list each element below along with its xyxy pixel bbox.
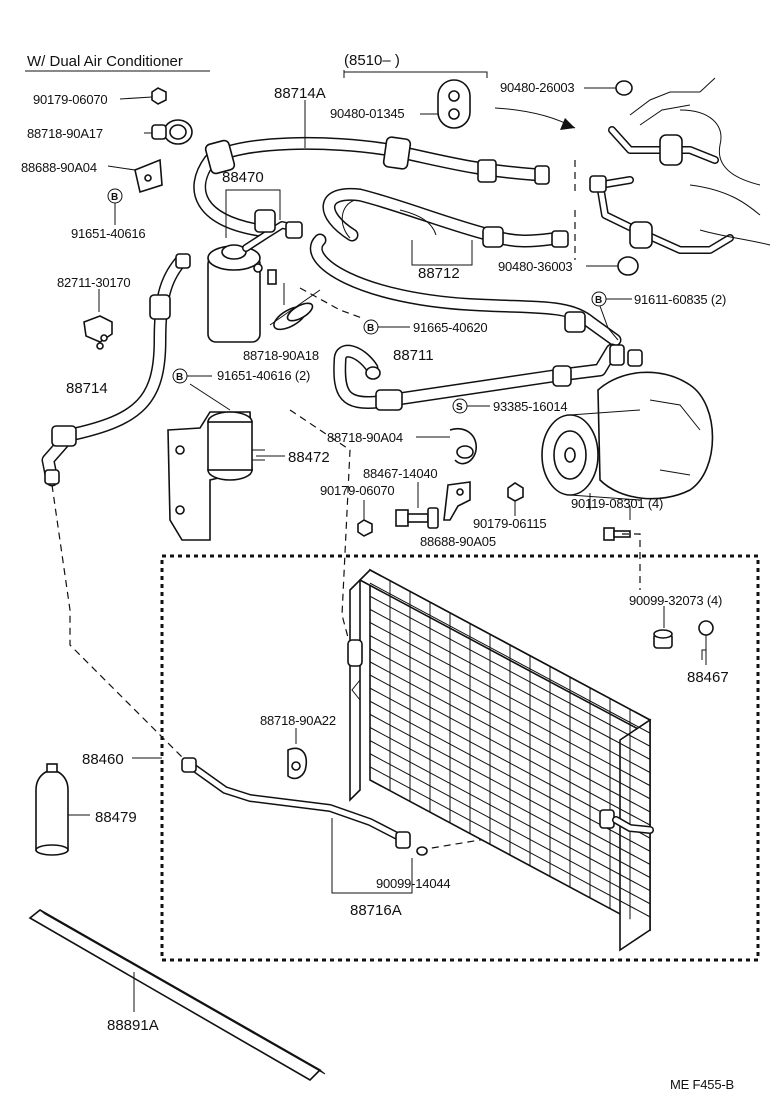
fin-horizontal (369, 727, 651, 878)
hose-88714 (41, 253, 191, 487)
clamp-88718-90a22 (287, 747, 308, 780)
engine-pipe-detail (574, 77, 771, 260)
bracket-88472 (167, 411, 265, 541)
fin-horizontal (369, 661, 651, 813)
fin-horizontal (369, 595, 651, 747)
label-90179-06070-mid: 90179-06070 (320, 483, 394, 498)
compressor (541, 344, 714, 501)
hose-88712 (309, 187, 622, 347)
badge-b-91665-40620: B (363, 319, 379, 335)
label-93385-16014: 93385-16014 (493, 399, 567, 414)
leader-88711 (289, 409, 351, 646)
serial-range-bracket (343, 70, 488, 78)
badge-b-91651-40616-2: B (172, 368, 188, 384)
label-90480-36003: 90480-36003 (498, 259, 572, 274)
label-90179-06115: 90179-06115 (473, 516, 546, 531)
svg-text:S: S (456, 402, 463, 413)
label-88891a: 88891A (107, 1017, 159, 1034)
grommet-90480-01345 (437, 79, 471, 129)
label-88714: 88714 (66, 380, 108, 397)
seal-strip-88891a (28, 909, 326, 1082)
fin-horizontal (369, 740, 651, 892)
condenser-dashed-frame (160, 554, 760, 962)
bracket-88688-90a05 (443, 481, 471, 521)
refrigerant-can-88479 (35, 763, 69, 856)
footer-code: ME F455-B (670, 1077, 734, 1092)
diagram-title: W/ Dual Air Conditioner (27, 53, 183, 70)
svg-text:B: B (176, 372, 183, 383)
fin-horizontal (369, 674, 651, 826)
fin-horizontal (369, 713, 651, 865)
label-90099-14044: 90099-14044 (376, 876, 450, 891)
label-90179-06070-top: 90179-06070 (33, 92, 107, 107)
fin-horizontal (369, 635, 651, 787)
fin-horizontal (369, 766, 651, 918)
svg-text:B: B (367, 323, 374, 334)
fin-horizontal (369, 582, 651, 734)
label-88467: 88467 (687, 669, 729, 686)
label-88479: 88479 (95, 809, 137, 826)
switch-88467-14040 (395, 507, 439, 529)
nut-90179-06070-top (151, 87, 167, 105)
label-90480-01345: 90480-01345 (330, 106, 404, 121)
clamp-82711-30170 (83, 315, 113, 350)
fin-horizontal (369, 753, 651, 905)
label-88472: 88472 (288, 449, 330, 466)
label-88714a: 88714A (274, 85, 326, 102)
badge-b-91611-60835: B (591, 291, 607, 307)
serial-range-label: (8510– ) (344, 52, 400, 69)
label-88470: 88470 (222, 169, 264, 186)
nut-90179-06070-mid (357, 519, 373, 537)
label-88718-90a17: 88718-90A17 (27, 126, 103, 141)
label-90480-26003: 90480-26003 (500, 80, 574, 95)
label-88716a: 88716A (350, 902, 402, 919)
label-91665-40620: 91665-40620 (413, 320, 487, 335)
bracket-88688-90a04 (134, 158, 163, 194)
clamp-88718-90a18 (273, 302, 314, 331)
label-90119-08301: 90119-08301 (4) (571, 496, 663, 511)
label-88467-14040: 88467-14040 (363, 466, 437, 481)
pipe-88716a (181, 757, 428, 856)
part-labels: 90179-06070 88718-90A17 88688-90A04 9165… (21, 80, 734, 1092)
badge-b-91651-40616: B (107, 188, 123, 204)
fin-horizontal (369, 622, 651, 773)
nut-90179-06115 (507, 482, 524, 502)
arrow-head (560, 118, 575, 130)
cap-90480-26003 (615, 80, 633, 96)
label-88711: 88711 (393, 347, 434, 364)
label-91611-60835: 91611-60835 (2) (634, 292, 726, 307)
clamp-88718-90a17 (151, 119, 193, 145)
receiver-drier-88470 (207, 209, 303, 343)
grommet-90099-32073 (653, 629, 673, 649)
label-88460: 88460 (82, 751, 124, 768)
leader-88714 (51, 484, 186, 761)
svg-text:B: B (595, 295, 602, 306)
fin-horizontal (369, 648, 651, 800)
label-88718-90a22: 88718-90A22 (260, 713, 336, 728)
label-90099-32073: 90099-32073 (4) (629, 593, 722, 608)
label-88688-90a04: 88688-90A04 (21, 160, 97, 175)
label-88718-90a18: 88718-90A18 (243, 348, 319, 363)
fin-horizontal (369, 608, 651, 760)
hose-88711 (333, 343, 619, 411)
label-88718-90a04: 88718-90A04 (327, 430, 403, 445)
label-88712: 88712 (418, 265, 460, 282)
label-91651-40616-2: 91651-40616 (2) (217, 368, 310, 383)
label-88688-90a05: 88688-90A05 (420, 534, 496, 549)
clamp-88718-90a04 (449, 428, 477, 465)
cap-90480-36003 (617, 256, 639, 276)
svg-text:B: B (111, 192, 118, 203)
badge-s-93385-16014: S (452, 398, 468, 414)
label-82711-30170: 82711-30170 (57, 275, 130, 290)
condenser-88460 (347, 568, 654, 952)
label-91651-40616: 91651-40616 (71, 226, 145, 241)
hose-88714a (193, 136, 550, 237)
